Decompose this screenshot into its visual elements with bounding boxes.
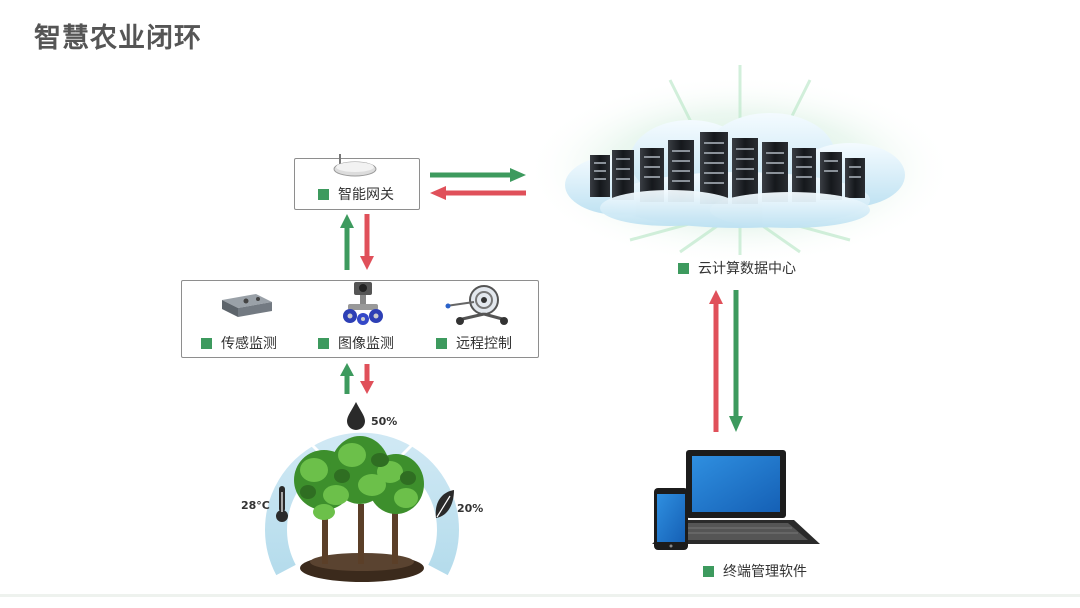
sensor-device-icon (222, 294, 272, 317)
water-drop-icon (347, 402, 365, 430)
sensor-monitor-label: 传感监测 (201, 333, 277, 353)
leaf-icon (435, 490, 454, 518)
green-square-icon (703, 565, 714, 577)
green-square-icon (318, 337, 329, 349)
remote-control-label: 远程控制 (436, 333, 512, 353)
irrigation-machine-icon (445, 285, 508, 325)
green-square-icon (678, 262, 689, 274)
arrows-gateway-monitor (340, 214, 374, 270)
laptop-phone-image (652, 450, 820, 550)
sensor-monitor-text: 传感监测 (221, 336, 277, 352)
leaf-reading: 20% (457, 502, 484, 515)
arrows-monitor-plants (340, 363, 374, 394)
gateway-text: 智能网关 (338, 187, 394, 203)
cloud-datacenter-label: 云计算数据中心 (678, 258, 796, 278)
thermometer-icon (276, 486, 288, 522)
arrows-cloud-terminal (709, 290, 743, 432)
gateway-label: 智能网关 (318, 184, 394, 204)
router-icon (333, 154, 377, 177)
green-square-icon (436, 337, 447, 349)
terminal-software-text: 终端管理软件 (723, 564, 807, 580)
image-monitor-label: 图像监测 (318, 333, 394, 353)
temperature-reading: 28°C (241, 499, 270, 512)
cloud-datacenter-image (525, 65, 955, 265)
page-title: 智慧农业闭环 (34, 23, 202, 54)
terminal-software-label: 终端管理软件 (703, 561, 807, 581)
remote-control-text: 远程控制 (456, 336, 512, 352)
humidity-reading: 50% (371, 415, 398, 428)
green-square-icon (201, 337, 212, 349)
arrows-gateway-cloud (430, 168, 526, 200)
bottom-divider (0, 594, 1080, 597)
image-monitor-text: 图像监测 (338, 336, 394, 352)
cloud-datacenter-text: 云计算数据中心 (698, 261, 796, 277)
green-square-icon (318, 188, 329, 200)
camera-robot-icon (343, 282, 383, 325)
crop-environment-image (265, 432, 459, 582)
